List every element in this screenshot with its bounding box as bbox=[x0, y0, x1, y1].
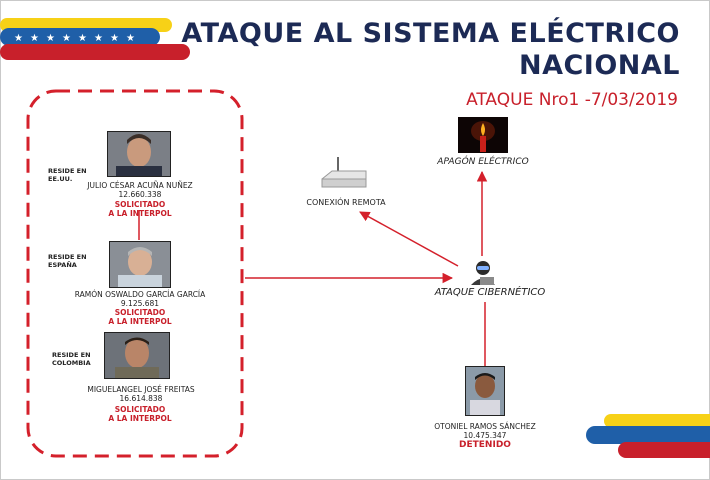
attack-subtitle: ATAQUE Nro1 -7/03/2019 bbox=[466, 90, 678, 110]
blackout-label: APAGÓN ELÉCTRICO bbox=[437, 157, 529, 167]
detainee-photo bbox=[465, 366, 505, 416]
suspect-photo bbox=[107, 131, 171, 177]
cyber-attack-label: ATAQUE CIBERNÉTICO bbox=[434, 287, 546, 298]
detainee-status: DETENIDO bbox=[459, 440, 511, 450]
arrow-to-remote bbox=[359, 211, 459, 267]
router-icon bbox=[321, 157, 367, 188]
suspects-box bbox=[26, 89, 244, 458]
svg-text:★: ★ bbox=[14, 33, 23, 44]
svg-text:★: ★ bbox=[94, 33, 103, 44]
suspect-photo bbox=[104, 332, 170, 379]
suspect-photo bbox=[109, 241, 171, 288]
svg-text:★: ★ bbox=[110, 33, 119, 44]
page-title: ATAQUE AL SISTEMA ELÉCTRICO NACIONAL bbox=[181, 18, 680, 81]
svg-text:★: ★ bbox=[30, 33, 39, 44]
svg-text:★: ★ bbox=[78, 33, 87, 44]
svg-text:★: ★ bbox=[126, 33, 135, 44]
flag-banner: ★ ★ ★ ★ ★ ★ ★ ★ bbox=[0, 18, 190, 60]
svg-text:★: ★ bbox=[62, 33, 71, 44]
flag-stripes-bottom bbox=[586, 414, 710, 458]
svg-text:★: ★ bbox=[46, 33, 55, 44]
remote-label: CONEXIÓN REMOTA bbox=[306, 198, 386, 207]
candle-icon bbox=[458, 117, 508, 153]
hacker-icon bbox=[471, 261, 495, 285]
